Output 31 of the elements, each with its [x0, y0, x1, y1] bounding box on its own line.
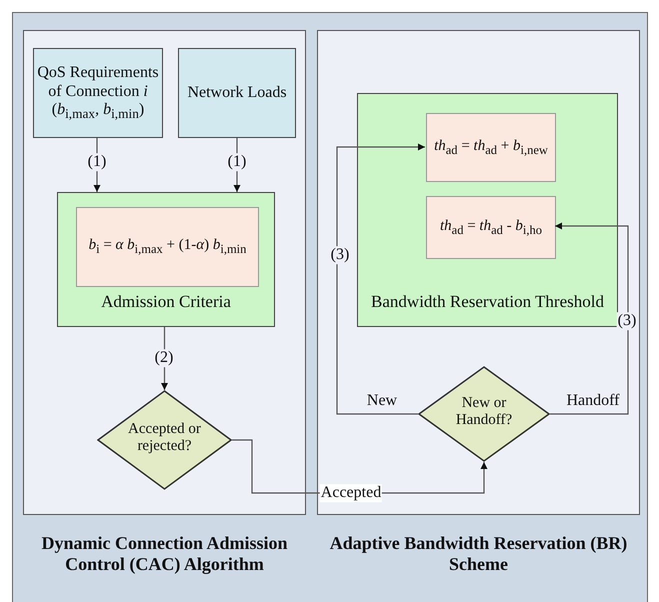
decision-diamond: [97, 390, 232, 490]
input-box: [178, 48, 296, 138]
box-text: QoS Requirements of Connection i (b$_{i,max}$, b$_{i,min}$): [36, 64, 160, 122]
arrow: [160, 327, 168, 390]
arrow: [336, 143, 425, 415]
box-title: Bandwidth Reservation Threshold: [370, 292, 605, 312]
edge-label: Accepted: [320, 484, 382, 502]
edge-label: (1): [226, 153, 248, 171]
formula-box: [426, 113, 556, 182]
edge-label: (3): [616, 312, 638, 330]
branch-label: New: [366, 392, 398, 410]
decision-text: Accepted or rejected?: [127, 421, 202, 456]
formula-box: [426, 196, 556, 259]
input-box: [33, 48, 163, 138]
decision-text: New or Handoff?: [454, 395, 514, 430]
arrow: [550, 222, 629, 415]
panel-heading: Adaptive Bandwidth Reservation (BR) Scheme: [328, 533, 628, 574]
edge-label: (2): [154, 349, 174, 367]
formula-box: [76, 207, 259, 287]
edge-label: (3): [330, 246, 350, 264]
branch-label: Handoff: [565, 392, 621, 410]
box-text: Network Loads: [187, 84, 287, 102]
edge-label: (1): [86, 153, 108, 171]
formula-text: b$_{i}$ = α b$_{i,max}$ + (1-α) b$_{i,min}$: [88, 237, 246, 257]
process-box: [57, 192, 275, 327]
process-box: [357, 93, 618, 327]
panel-heading: Dynamic Connection Admission Control (CAC) Algorithm: [40, 533, 289, 574]
formula-text: th$_{ad}$ = th$_{ad}$ - b$_{i,ho}$: [440, 218, 542, 238]
decision-diamond: [418, 366, 550, 462]
box-title: Admission Criteria: [100, 292, 232, 312]
formula-text: th$_{ad}$ = th$_{ad}$ + b$_{i,new}$: [434, 138, 548, 158]
